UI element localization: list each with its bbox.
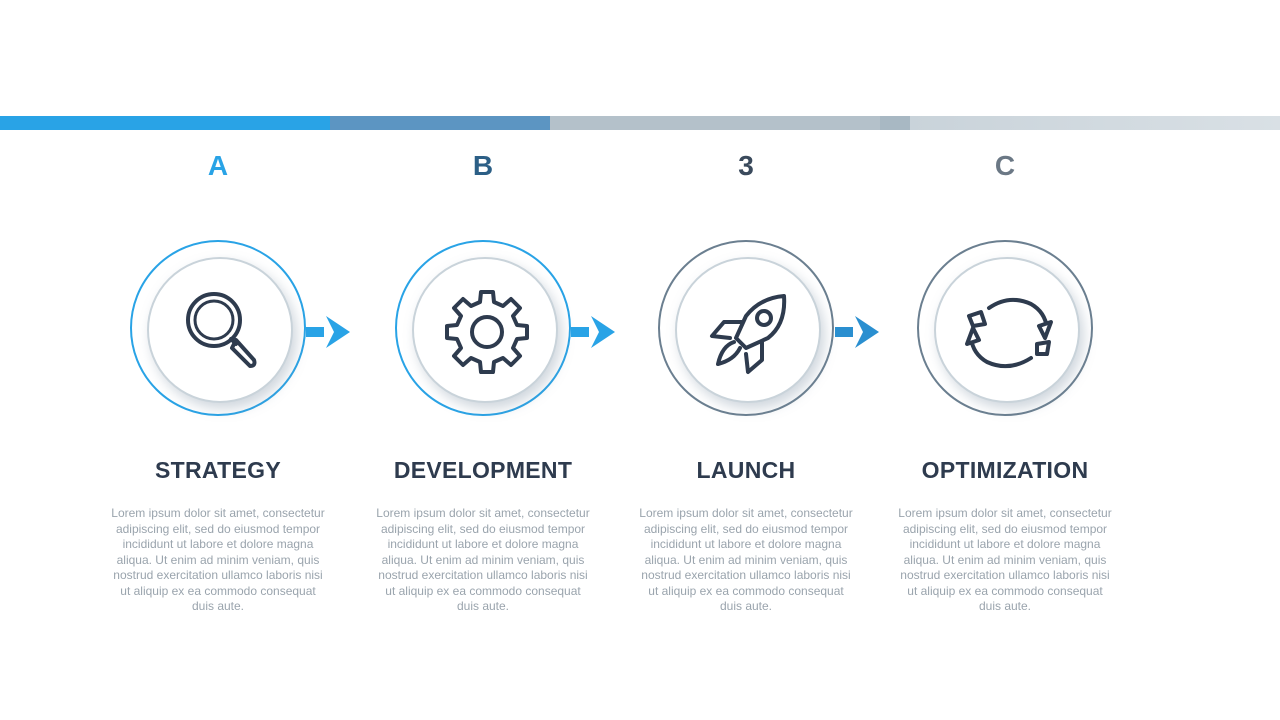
step-circle-2 (395, 240, 571, 416)
step-title-2: DEVELOPMENT (393, 457, 573, 483)
step-body-2: Lorem ipsum dolor sit amet, consectetur … (376, 506, 590, 613)
step-title-4: OPTIMIZATION (921, 457, 1089, 483)
icon-badge-2 (412, 257, 558, 403)
gear-icon (445, 290, 529, 374)
refresh-cycle-icon (965, 297, 1053, 369)
step-letter-1: A (207, 150, 229, 181)
arrow-icon-1 (306, 316, 350, 348)
step-title-1: STRATEGY (155, 457, 281, 483)
step-body-3: Lorem ipsum dolor sit amet, consectetur … (639, 506, 853, 613)
step-circle-3 (658, 240, 834, 416)
icon-badge-4 (934, 257, 1080, 403)
rocket-icon (710, 294, 787, 374)
step-title-3: LAUNCH (696, 457, 796, 483)
step-body-4: Lorem ipsum dolor sit amet, consectetur … (898, 506, 1112, 613)
icon-badge-3 (675, 257, 821, 403)
magnifier-icon (186, 292, 257, 368)
arrow-icon-2 (571, 316, 615, 348)
icon-badge-1 (147, 257, 293, 403)
step-body-1: Lorem ipsum dolor sit amet, consectetur … (111, 506, 325, 613)
step-letter-4: C (994, 150, 1016, 181)
step-letter-3: 3 (738, 150, 754, 181)
step-circle-1 (130, 240, 306, 416)
step-circle-4 (917, 240, 1093, 416)
progress-bar (0, 116, 1280, 130)
step-letter-2: B (472, 150, 494, 181)
arrow-icon-3 (835, 316, 879, 348)
